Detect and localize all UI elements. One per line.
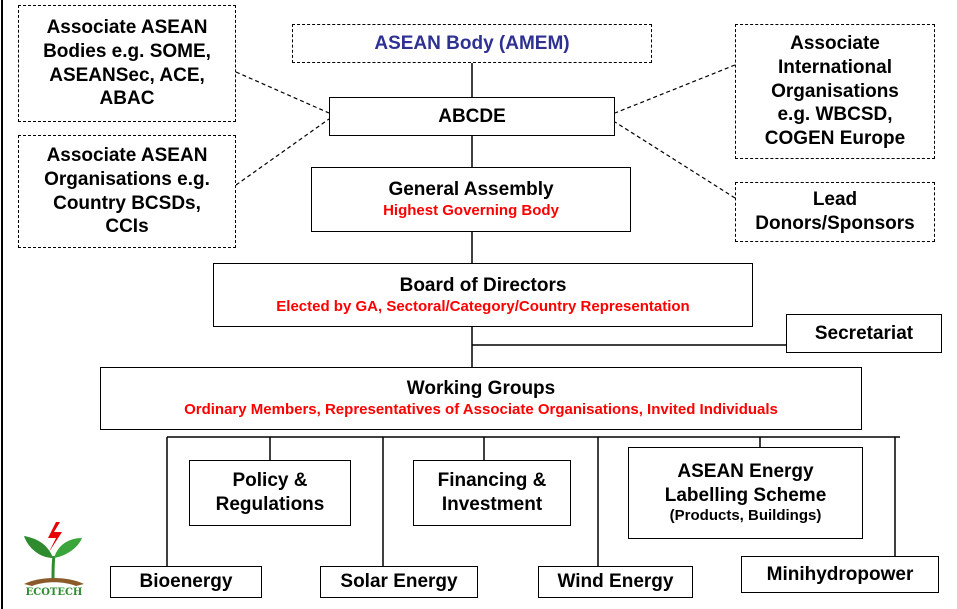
solar-energy-box: Solar Energy [320, 566, 478, 598]
asean-body-box: ASEAN Body (AMEM) [292, 24, 652, 63]
labelling-subtitle: (Products, Buildings) [669, 507, 822, 525]
wind-energy-label: Wind Energy [557, 571, 674, 593]
line: Associate [790, 33, 880, 55]
line: Labelling Scheme [664, 484, 827, 506]
bioenergy-box: Bioenergy [110, 566, 262, 598]
line: Financing & [437, 470, 547, 492]
wind-energy-box: Wind Energy [538, 566, 693, 598]
line: Associate ASEAN [46, 145, 208, 166]
board-subtitle: Elected by GA, Sectoral/Category/Country… [276, 297, 690, 315]
financing-investment-box: Financing & Investment [413, 460, 571, 526]
general-assembly-box: General Assembly Highest Governing Body [311, 167, 631, 232]
policy-regulations-box: Policy & Regulations [189, 460, 351, 526]
abcde-label: ABCDE [438, 105, 506, 127]
working-groups-title: Working Groups [406, 378, 556, 400]
line: Policy & [232, 470, 308, 492]
minihydropower-label: Minihydropower [766, 563, 914, 585]
line: Organisations e.g. [44, 168, 210, 190]
solar-energy-label: Solar Energy [340, 571, 458, 593]
bioenergy-label: Bioenergy [139, 571, 233, 593]
plant-icon: ECOTECH [24, 522, 84, 598]
general-assembly-subtitle: Highest Governing Body [383, 202, 559, 219]
associate-asean-bodies-box: Associate ASEAN Bodies e.g. SOME, ASEANS… [18, 5, 236, 122]
line: International [777, 56, 892, 78]
lead-donors-box: Lead Donors/Sponsors [735, 182, 935, 242]
minihydropower-box: Minihydropower [741, 556, 939, 593]
associate-asean-orgs-box: Associate ASEAN Organisations e.g. Count… [18, 135, 236, 248]
asean-body-label: ASEAN Body (AMEM) [374, 32, 570, 54]
working-groups-box: Working Groups Ordinary Members, Represe… [100, 367, 862, 430]
line: ABAC [99, 88, 155, 110]
board-title: Board of Directors [399, 274, 567, 296]
associate-intl-orgs-box: Associate International Organisations e.… [735, 24, 935, 159]
abcde-box: ABCDE [329, 97, 615, 136]
line: ASEANSec, ACE, [49, 64, 205, 86]
secretariat-label: Secretariat [814, 322, 914, 344]
line: Organisations [771, 80, 899, 102]
line: Donors/Sponsors [755, 213, 915, 234]
energy-labelling-box: ASEAN Energy Labelling Scheme (Products,… [628, 447, 863, 539]
line: e.g. WBCSD, [777, 104, 893, 126]
line: Regulations [215, 494, 325, 515]
line: Bodies e.g. SOME, [43, 40, 211, 62]
general-assembly-title: General Assembly [388, 179, 554, 201]
line: Associate ASEAN [46, 17, 208, 38]
line: ASEAN Energy [677, 460, 814, 482]
secretariat-box: Secretariat [786, 314, 942, 353]
line: CCIs [105, 216, 149, 238]
logo-text: ECOTECH [26, 587, 83, 598]
working-groups-subtitle: Ordinary Members, Representatives of Ass… [184, 401, 778, 418]
line: COGEN Europe [764, 128, 906, 150]
board-of-directors-box: Board of Directors Elected by GA, Sector… [213, 263, 753, 327]
line: Country BCSDs, [53, 192, 201, 214]
ecotech-logo: ECOTECH [16, 518, 92, 598]
line: Investment [441, 494, 543, 515]
line: Lead [812, 189, 858, 211]
